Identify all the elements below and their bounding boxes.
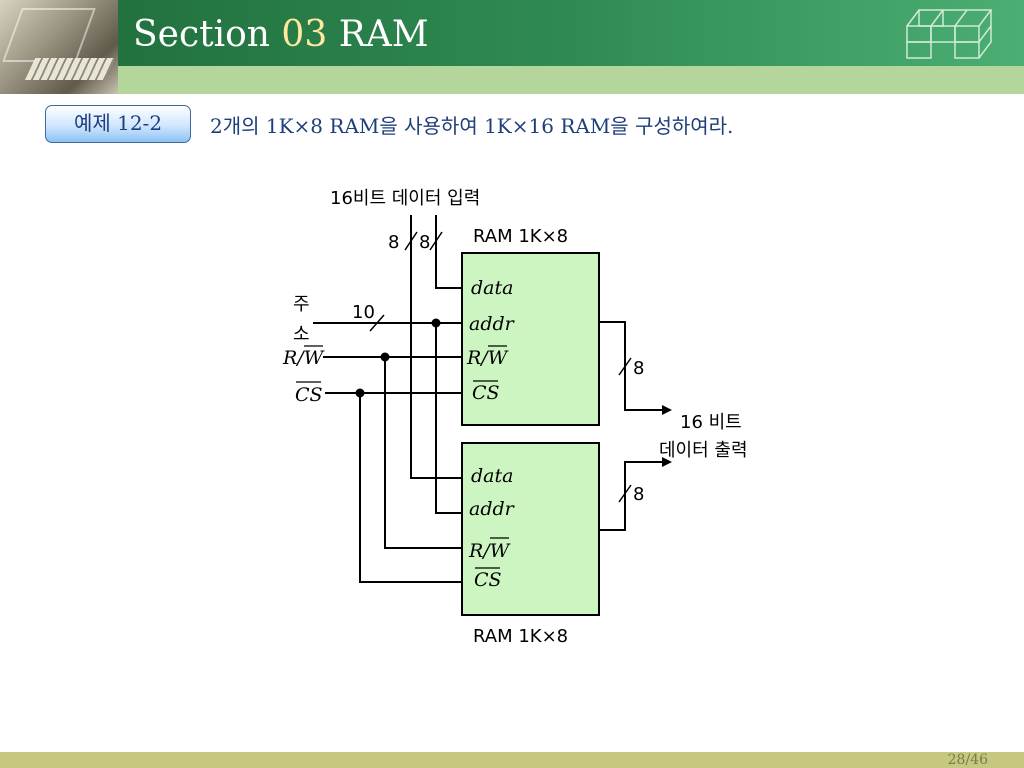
data-input-wires [410, 215, 462, 479]
header-stripe [118, 66, 1024, 94]
rw-junction [380, 352, 390, 362]
bottom-pin-data: data [471, 465, 513, 487]
ram-top-label: RAM 1K×8 [473, 226, 568, 247]
page-title: Section 03 RAM [133, 14, 429, 55]
ram-chip-bottom [461, 442, 600, 616]
ram-bottom-label: RAM 1K×8 [473, 626, 568, 647]
title-number: 03 [281, 14, 328, 55]
address-label-2: 소 [293, 324, 310, 345]
address-width: 10 [352, 302, 375, 323]
output-label-2: 데이터 출력 [659, 440, 748, 461]
top-pin-cs: CS [472, 382, 500, 404]
bottom-pin-rw: R/W [468, 540, 511, 562]
address-junction [431, 318, 441, 328]
cs-label: CS [295, 384, 323, 406]
title-topic: RAM [338, 14, 429, 55]
address-label-1: 주 [293, 294, 310, 315]
rw-label: R/W [282, 347, 325, 369]
building-blocks-logo [906, 9, 993, 59]
output-width-2: 8 [633, 484, 644, 505]
header-bar [0, 0, 1024, 66]
output-label-1: 16 비트 [680, 412, 742, 433]
example-badge: 예제 12-2 [45, 105, 191, 143]
cs-junction [355, 388, 365, 398]
problem-statement: 2개의 1K×8 RAM을 사용하여 1K×16 RAM을 구성하여라. [210, 114, 734, 138]
input-width-1: 8 [388, 232, 399, 253]
top-pin-rw: R/W [466, 347, 509, 369]
title-section: Section [133, 14, 270, 55]
footer-bar [0, 752, 1024, 768]
top-pin-data: data [471, 277, 513, 299]
input-width-2: 8 [419, 232, 430, 253]
address-wires [313, 322, 462, 514]
top-pin-addr: addr [469, 313, 516, 335]
header-photo [0, 0, 118, 94]
page-number: 28/46 [947, 752, 988, 768]
bottom-pin-cs: CS [474, 569, 502, 591]
bottom-pin-addr: addr [469, 498, 516, 520]
cs-wires [325, 392, 462, 583]
input-label: 16비트 데이터 입력 [330, 188, 480, 209]
ram-chip-top [461, 252, 600, 426]
output-width-1: 8 [633, 358, 644, 379]
rw-wires [323, 356, 462, 549]
